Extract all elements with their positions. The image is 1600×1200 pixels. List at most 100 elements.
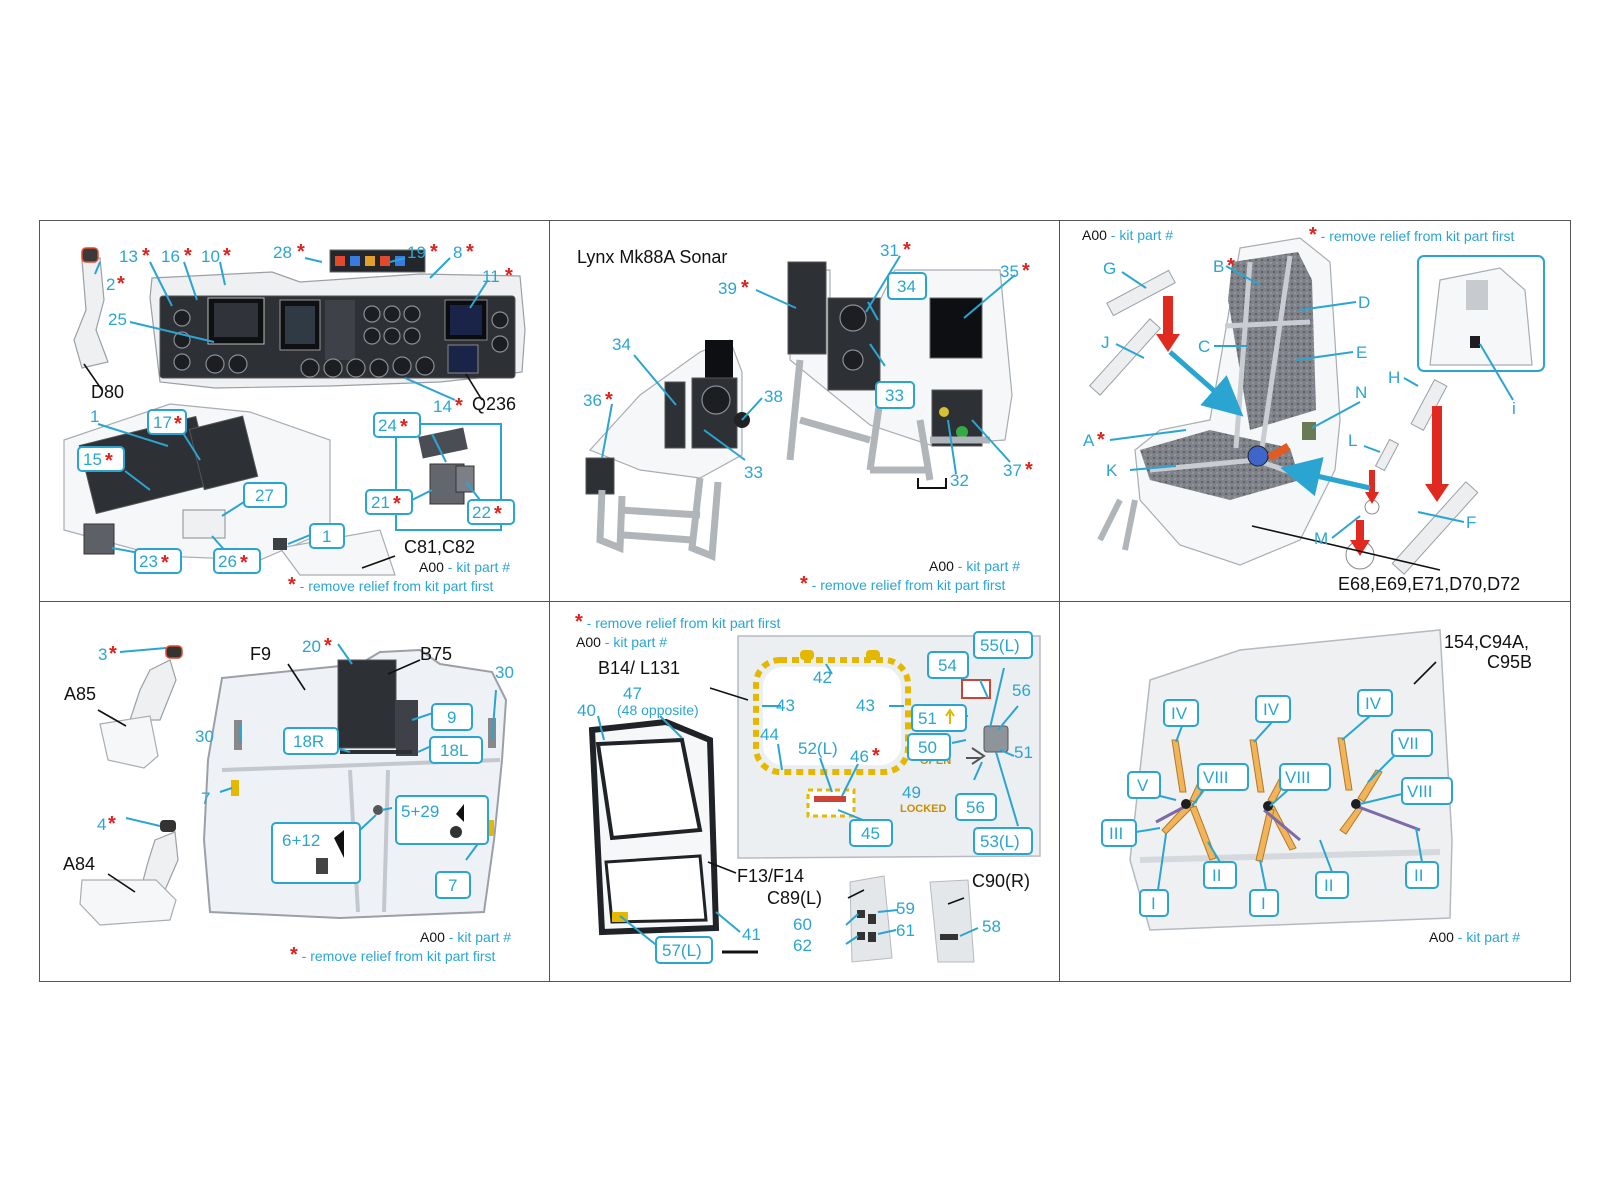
door-label-45: 45	[861, 824, 880, 843]
label-24: 24	[378, 416, 397, 435]
belt-f	[1391, 481, 1479, 575]
bench-label-viii-a: VIII	[1203, 768, 1229, 787]
door-label-53l: 53(L)	[980, 832, 1020, 851]
door-label-47: 47	[623, 684, 642, 703]
panel6-leaders	[1135, 661, 1437, 891]
legend-remove-1: * - remove relief from kit part first	[288, 574, 494, 596]
kit-b75: B75	[420, 644, 452, 664]
kit-f9: F9	[250, 644, 271, 664]
part-1-lower	[273, 538, 287, 550]
svg-text:*: *	[117, 273, 125, 295]
door-label-52l: 52(L)	[798, 739, 838, 758]
seat-label-i: i	[1512, 399, 1516, 418]
svg-text:*: *	[1227, 255, 1235, 277]
seat-part-n	[1302, 422, 1316, 440]
seat-arrows	[1156, 296, 1449, 556]
bench-label-i-a: I	[1151, 894, 1156, 913]
sonar-label-33a: 33	[744, 463, 763, 482]
door-label-44: 44	[760, 725, 779, 744]
belt-g	[1106, 269, 1176, 317]
door-handle	[983, 725, 1009, 753]
label-8: 8	[453, 243, 462, 262]
svg-text:*: *	[872, 745, 880, 767]
canopy-label-18l: 18L	[440, 741, 468, 760]
panel-bench: IV IV IV VII V VIII VIII VIII III II II …	[1101, 629, 1532, 945]
seat-label-f: F	[1466, 513, 1476, 532]
svg-text:*: *	[430, 241, 438, 263]
door-label-56a: 56	[966, 798, 985, 817]
sonar-part-32	[917, 478, 947, 489]
seat-harness	[1149, 255, 1311, 475]
svg-text:*: *	[505, 265, 513, 287]
label-19: 19	[407, 243, 426, 262]
door-label-43a: 43	[776, 696, 795, 715]
svg-text:*: *	[108, 813, 116, 835]
label-23: 23	[139, 552, 158, 571]
label-10: 10	[201, 247, 220, 266]
svg-text:*: *	[741, 277, 749, 299]
panel-instrument-panel: 13* 16* 10* 28* 19* 8* 2* 11* 25 14* 1 1…	[63, 241, 526, 596]
bench-label-ii-b: II	[1324, 876, 1333, 895]
panel-canopy: 3* 20* 30 30 9 18R 18L 7 5+29 6+12 4* 7 …	[63, 635, 514, 966]
door-label-42: 42	[813, 668, 832, 687]
label-22: 22	[472, 503, 491, 522]
belt-j	[1088, 318, 1162, 396]
legend-remove-3: * - remove relief from kit part first	[1309, 224, 1515, 246]
door-label-56b: 56	[1012, 681, 1031, 700]
bench-label-vii: VII	[1398, 734, 1419, 753]
panel2-leaders	[601, 255, 1016, 475]
svg-text:*: *	[1022, 260, 1030, 282]
door-label-43b: 43	[856, 696, 875, 715]
label-28: 28	[273, 243, 292, 262]
label-17: 17	[153, 413, 172, 432]
legend-kit-4: A00 - kit part #	[420, 929, 511, 945]
kit-bench-line2: C95B	[1487, 652, 1532, 672]
label-25: 25	[108, 310, 127, 329]
sonar-title: Lynx Mk88A Sonar	[577, 247, 727, 267]
seat-label-e: E	[1356, 343, 1367, 362]
svg-text:*: *	[393, 493, 401, 515]
label-11: 11	[482, 267, 500, 286]
label-14: 14	[433, 397, 452, 416]
sonar-label-34a: 34	[897, 277, 916, 296]
sonar-label-35: 35	[1000, 262, 1019, 281]
panel3-leaders	[1109, 265, 1514, 571]
legend-kit-1: A00 - kit part #	[419, 559, 510, 575]
door-label-60: 60	[793, 915, 812, 934]
door-label-48-opposite: (48 opposite)	[617, 702, 699, 718]
panel5-leaders	[597, 663, 1019, 949]
bench-label-iv-c: IV	[1365, 694, 1382, 713]
svg-text:*: *	[184, 245, 192, 267]
kit-seat-parts: E68,E69,E71,D70,D72	[1338, 574, 1520, 594]
bench-label-iv-a: IV	[1171, 704, 1188, 723]
seat-label-n: N	[1355, 383, 1367, 402]
door-label-51b: 51	[1014, 743, 1033, 762]
canopy-label-9: 9	[447, 708, 456, 727]
svg-text:*: *	[142, 245, 150, 267]
window-frame	[753, 657, 911, 775]
kit-c81-c82: C81,C82	[404, 537, 475, 557]
sonar-label-36: 36	[583, 391, 602, 410]
grid-frame	[39, 220, 1571, 982]
strip-c90	[929, 879, 975, 963]
door-label-40: 40	[577, 701, 596, 720]
harness-buckle	[1247, 445, 1269, 467]
svg-text:*: *	[455, 395, 463, 417]
svg-text:*: *	[903, 239, 911, 261]
door-label-58: 58	[982, 917, 1001, 936]
kit-a85: A85	[64, 684, 96, 704]
sonar-panel-36	[585, 457, 615, 495]
svg-text:*: *	[1097, 429, 1105, 451]
overhead-frame	[396, 700, 418, 756]
seat-label-h: H	[1388, 368, 1400, 387]
door-label-54: 54	[938, 656, 957, 675]
sonar-label-39: 39	[718, 279, 737, 298]
floor-c81	[278, 529, 396, 576]
door-label-41: 41	[742, 925, 761, 944]
bench-label-v: V	[1137, 776, 1149, 795]
sonar-label-32: 32	[950, 471, 969, 490]
canopy-label-3: 3	[98, 645, 107, 664]
svg-text:*: *	[324, 635, 332, 657]
label-15: 15	[83, 450, 102, 469]
